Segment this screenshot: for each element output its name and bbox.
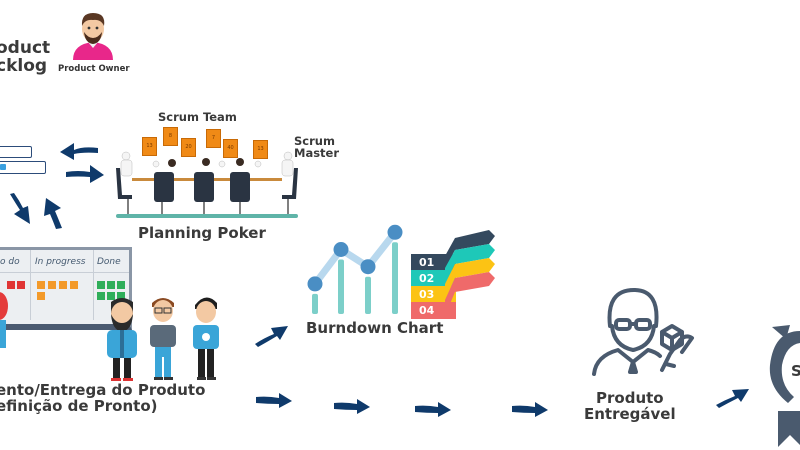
planning-poker-label: Planning Poker — [138, 224, 266, 242]
burndown-bar — [338, 259, 344, 314]
arrow-right-icon — [512, 402, 548, 417]
poker-card: 13 — [253, 140, 268, 159]
arrow-up-icon — [44, 198, 62, 229]
product-owner-label: Product Owner — [58, 64, 130, 74]
deliverable-line1: Produto — [596, 389, 664, 407]
burndown-point — [387, 224, 403, 240]
burndown-point — [360, 259, 376, 275]
in-progress-task — [48, 281, 56, 289]
in-progress-task — [70, 281, 78, 289]
todo-task — [17, 281, 25, 289]
burndown-step-01: 01 — [411, 254, 456, 271]
poker-card: 7 — [206, 129, 221, 148]
product-owner-avatar — [70, 8, 116, 60]
developer-figure-bearded — [103, 296, 141, 382]
burndown-chart-label: Burndown Chart — [306, 319, 444, 337]
product-backlog-label: oduct cklog — [0, 38, 51, 76]
burndown-step-04: 04 — [411, 302, 456, 319]
done-task — [107, 281, 115, 289]
board-column-done: Done — [97, 257, 121, 267]
poker-card: 8 — [163, 127, 178, 146]
sprint-label-partial: S — [791, 362, 800, 380]
in-progress-task — [37, 292, 45, 300]
development-label: ento/Entrega do Produto efinição de Pron… — [0, 381, 206, 415]
done-task — [107, 292, 115, 300]
done-task — [117, 292, 125, 300]
in-progress-task — [37, 281, 45, 289]
arrow-right-icon — [334, 399, 370, 414]
todo-task — [7, 281, 15, 289]
arrow-left-icon — [60, 143, 98, 160]
planning-meeting-illustration — [112, 150, 302, 222]
poker-card: 13 — [142, 137, 157, 156]
development-line1: ento/Entrega do Produto — [0, 381, 206, 399]
board-column-todo: o do — [0, 257, 20, 267]
arrow-up-right-icon — [716, 389, 749, 408]
product-backlog-line2: cklog — [0, 55, 48, 76]
product-backlog-line1: oduct — [0, 38, 51, 58]
arrow-up-right-icon — [255, 326, 288, 347]
burndown-chart-illustration — [307, 224, 403, 314]
burndown-bar — [365, 276, 371, 314]
done-task — [117, 281, 125, 289]
poker-card: 20 — [181, 138, 196, 157]
deliverable-line2: Entregável — [584, 404, 676, 423]
arrow-right-icon — [66, 165, 104, 183]
burndown-bar — [392, 242, 398, 314]
board-column-in-progress: In progress — [35, 257, 86, 267]
scrum-board: o do In progress Done — [0, 247, 132, 330]
deliverable-person-icon — [588, 284, 700, 376]
burndown-step-02: 02 — [411, 270, 456, 287]
arrow-right-icon — [415, 402, 451, 417]
arrow-down-right-icon — [10, 193, 30, 224]
burndown-arrow-ribbons — [445, 230, 495, 316]
burndown-point — [333, 242, 349, 257]
developer-figure-young — [189, 293, 223, 381]
poker-card: 40 — [223, 139, 238, 158]
done-task — [97, 292, 105, 300]
developer-figure-glasses — [146, 293, 180, 381]
scrum-master-label: Scrum Master — [294, 135, 339, 159]
development-line2: efinição de Pronto) — [0, 396, 158, 415]
sprint-cycle-badge — [760, 325, 800, 450]
burndown-step-03: 03 — [411, 286, 456, 303]
in-progress-task — [59, 281, 67, 289]
arrow-right-icon — [256, 393, 292, 408]
done-task — [97, 281, 105, 289]
scrum-team-label: Scrum Team — [158, 110, 237, 124]
deliverable-label: Produto Entregável — [584, 389, 676, 423]
backlog-list-icon — [0, 146, 46, 174]
developer-figure — [0, 290, 8, 350]
burndown-bar — [312, 293, 318, 314]
scrum-master-line2: Master — [294, 146, 340, 161]
burndown-point — [307, 276, 323, 292]
scrum-master-line1: Scrum — [294, 134, 335, 148]
